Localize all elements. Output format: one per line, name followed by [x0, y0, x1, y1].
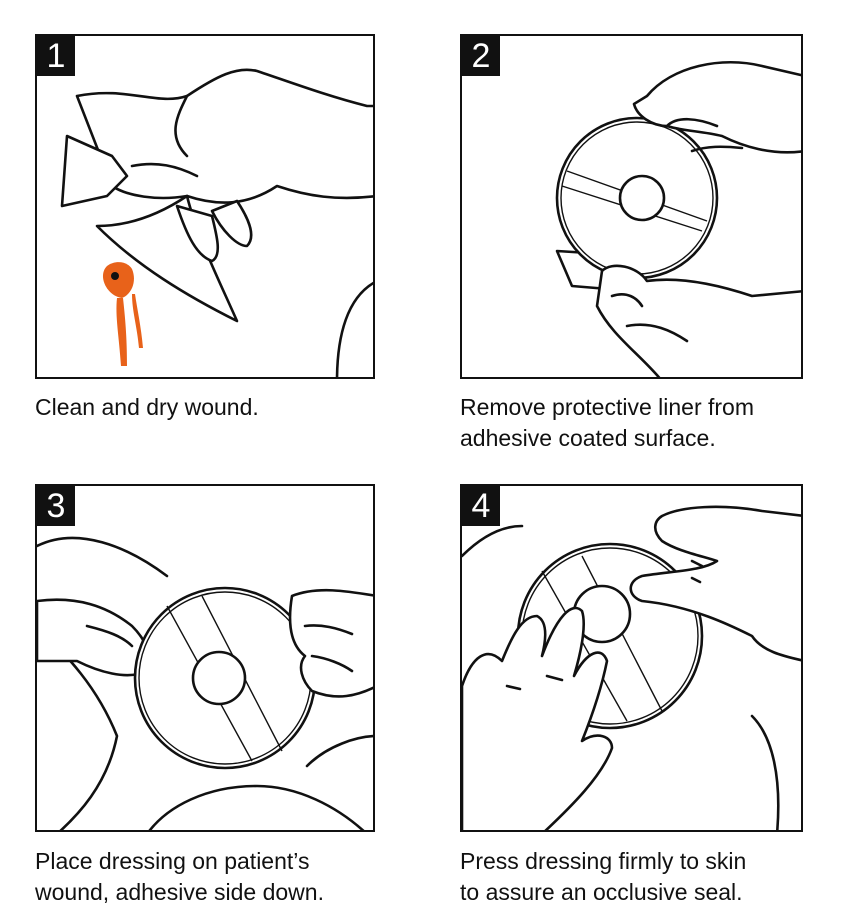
step-1-caption: Clean and dry wound. — [35, 394, 259, 420]
step-1-panel: 1 — [35, 34, 375, 379]
step-3-panel: 3 — [35, 484, 375, 832]
clean-wound-illustration — [60, 68, 373, 377]
step-2-panel: 2 — [460, 34, 803, 379]
step-number-badge: 1 — [37, 36, 75, 76]
step-3-caption: Place dressing on patient’s wound, adhes… — [35, 848, 324, 905]
remove-liner-illustration — [555, 60, 801, 377]
press-dressing-illustration — [462, 505, 801, 830]
step-2-caption: Remove protective liner from adhesive co… — [460, 394, 754, 451]
wound-mark — [102, 262, 134, 298]
step-number-badge: 4 — [462, 486, 500, 526]
step-4-panel: 4 — [460, 484, 803, 832]
step-number-badge: 3 — [37, 486, 75, 526]
place-dressing-illustration — [37, 536, 373, 830]
step-4-caption: Press dressing firmly to skin to assure … — [460, 848, 747, 905]
step-number-badge: 2 — [462, 36, 500, 76]
